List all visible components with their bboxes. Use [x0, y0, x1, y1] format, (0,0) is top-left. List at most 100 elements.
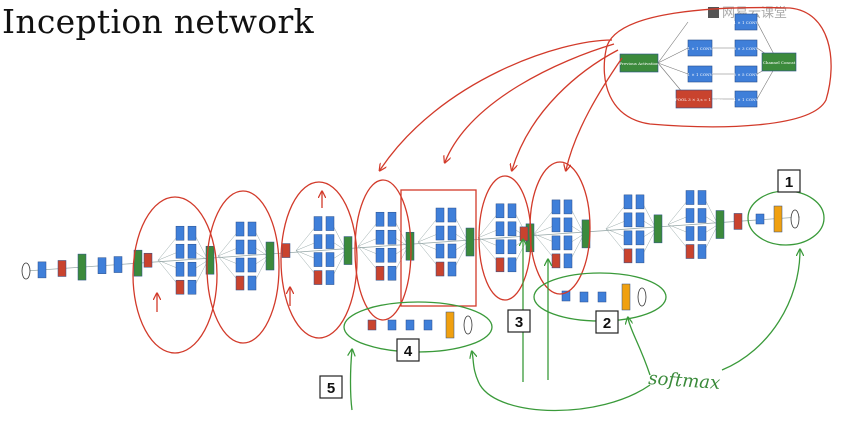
module-5-branch-1-b: [507, 221, 517, 237]
module-2-branch-0-a: [313, 216, 323, 231]
module-1-branch-2-b: [247, 257, 257, 273]
module-6-branch-1-b: [563, 217, 573, 233]
conv1x1-label-c: 1 × 1 CONV: [688, 72, 713, 77]
module-6-branch-2-a: [551, 235, 561, 251]
concat-block-7: [653, 214, 663, 244]
module-ellipse-2: [206, 190, 280, 344]
module-8-branch-0-a: [685, 190, 695, 205]
module-3-branch-2-a: [375, 247, 385, 263]
module-1-branch-0-a: [235, 221, 245, 237]
input-oval: [21, 262, 31, 280]
aux1-block-2: [597, 291, 607, 303]
callout-5: 5: [319, 375, 343, 399]
merge-link-6-3: [569, 233, 585, 262]
module-7-branch-1-b: [635, 212, 645, 228]
merge-link-6-0: [569, 206, 585, 235]
module-1-branch-0-b: [247, 221, 257, 237]
module-8-branch-0-b: [697, 190, 707, 205]
concat-block-2: [343, 236, 353, 265]
aux2-fc-yellow: [445, 311, 455, 339]
merge-link-7-0: [641, 201, 657, 229]
module-8-branch-2-b: [697, 226, 707, 241]
module-6-branch-0-a: [551, 199, 561, 215]
module-ellipse-5: [478, 175, 532, 301]
module-0-branch-1-b: [187, 243, 197, 259]
module-4-branch-3-a: [435, 261, 445, 277]
module-6-branch-1-a: [551, 217, 561, 233]
module-5-branch-2-b: [507, 239, 517, 255]
up-arrow-5: [351, 350, 353, 411]
conv1x1-label-a: 1 × 1 CONV: [734, 20, 759, 25]
module-0-branch-2-a: [175, 261, 185, 277]
module-5-branch-1-a: [495, 221, 505, 237]
module-3-branch-0-b: [387, 211, 397, 227]
merge-link-6-1: [569, 224, 585, 235]
softmax-handwriting: softmax: [648, 368, 721, 394]
conv3x3-box: [734, 39, 758, 57]
merge-link-1-2: [253, 255, 269, 266]
module-1-branch-3-b: [247, 275, 257, 291]
module-5-branch-3-b: [507, 257, 517, 273]
callout-4-text: 4: [404, 343, 413, 360]
aux2-block-2: [405, 319, 415, 331]
module-6-branch-2-b: [563, 235, 573, 251]
module-8-branch-3-b: [697, 244, 707, 259]
module-0-branch-3-b: [187, 279, 197, 295]
aux1-block-0: [561, 290, 571, 302]
module-7-branch-0-b: [635, 194, 645, 210]
merge-link-4-2: [453, 241, 469, 252]
stem-block-0: [37, 261, 47, 279]
module-1-branch-1-b: [247, 239, 257, 255]
module-1-branch-1-a: [235, 239, 245, 255]
merge-link-0-1: [193, 251, 209, 261]
merge-link-2-3: [331, 250, 347, 278]
merge-link-2-0: [331, 223, 347, 251]
merge-link-0-0: [193, 233, 209, 261]
final-pool: [733, 213, 743, 230]
module-5-branch-0-b: [507, 203, 517, 219]
pool-block-6: [519, 226, 529, 242]
module-3-branch-3-b: [387, 265, 397, 281]
callout-2: 2: [595, 310, 619, 334]
module-0-branch-0-a: [175, 225, 185, 241]
module-3-branch-0-a: [375, 211, 385, 227]
merge-link-8-0: [703, 197, 719, 225]
module-2-branch-0-b: [325, 216, 335, 231]
module-ellipse-4: [354, 179, 412, 321]
softmax-arrow-final: [721, 250, 800, 371]
module-8-branch-3-a: [685, 244, 695, 259]
module-ellipse-6: [529, 161, 591, 295]
module-7-branch-3-b: [635, 248, 645, 264]
module-6-branch-3-a: [551, 253, 561, 269]
module-4-branch-0-a: [435, 207, 445, 223]
concat-block-0: [205, 245, 215, 275]
final-fc: [755, 213, 765, 225]
merge-link-0-3: [193, 260, 209, 288]
aux1-block-1: [579, 291, 589, 303]
watermark-logo-icon: [708, 7, 719, 18]
module-8-branch-1-a: [685, 208, 695, 223]
callout-1: 1: [777, 169, 801, 193]
softmax-arrow-loop: [472, 352, 651, 412]
slide-title: Inception network: [2, 2, 314, 41]
module-detail: Previous Activation 1 × 1 CONV 1 × 1 CON…: [619, 13, 797, 109]
arrow-2: [445, 43, 615, 162]
callout-4: 4: [396, 338, 420, 362]
module-5-branch-2-a: [495, 239, 505, 255]
module-4-branch-2-b: [447, 243, 457, 259]
module-4-branch-1-a: [435, 225, 445, 241]
module-0-branch-0-b: [187, 225, 197, 241]
module-7-branch-3-a: [623, 248, 633, 264]
merge-link-4-1: [453, 232, 469, 243]
merge-link-1-0: [253, 228, 269, 257]
callout-5-text: 5: [327, 380, 335, 397]
concat-block-8: [715, 210, 725, 239]
conv1x1-box-d: [734, 90, 758, 108]
merge-link-7-1: [641, 219, 657, 230]
module-7-branch-0-a: [623, 194, 633, 210]
arrow-4: [566, 57, 623, 170]
callout-3-text: 3: [515, 314, 523, 331]
module-6-branch-3-b: [563, 253, 573, 269]
softmax-arrow-mid: [628, 318, 651, 376]
conv5x5-label: 5 × 5 CONV: [734, 72, 759, 77]
